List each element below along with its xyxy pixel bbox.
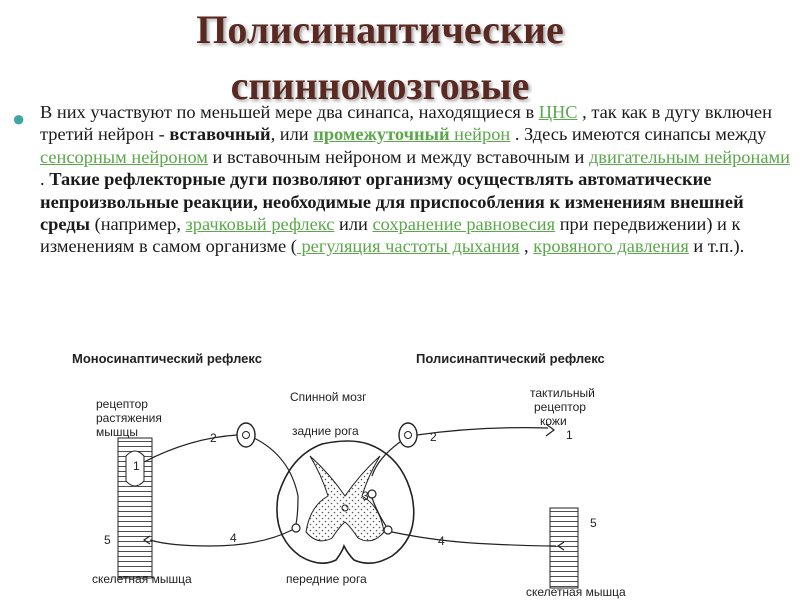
link-sensory-neuron[interactable]: сенсорным нейроном <box>40 146 208 167</box>
right-motor-soma <box>383 525 393 535</box>
text-span: (например, <box>89 214 186 235</box>
right-label-2: 2 <box>430 430 437 444</box>
muscle-right-label: скелетная мышца <box>526 585 626 599</box>
tactile-label-2: рецептор <box>534 400 586 414</box>
right-sensory-central <box>371 441 401 477</box>
link-pupillary-reflex[interactable]: зрачковый рефлекс <box>185 214 335 235</box>
body-paragraph: В них участвуют по меньшей мере два сина… <box>40 101 790 258</box>
left-motor-soma <box>291 523 301 533</box>
link-blood-pressure[interactable]: кровяного давления <box>533 236 689 257</box>
link-cns[interactable]: ЦНС <box>538 102 578 122</box>
right-motor-fiber <box>391 531 557 547</box>
bullet-dot-icon: ● <box>12 106 26 131</box>
right-sensory-fiber <box>416 427 549 436</box>
muscle-left-label: скелетная мышца <box>92 572 192 586</box>
receptor-label-1: рецептор <box>96 397 148 411</box>
text-span: и вставочным нейроном и между вставочным… <box>207 146 589 167</box>
reflex-arc-diagram: Моносинаптический рефлекс Полисинаптичес… <box>72 351 626 599</box>
right-muscle-block <box>549 507 579 589</box>
left-ganglion-cell <box>242 431 250 439</box>
right-receptor-end <box>545 423 555 437</box>
left-motor-end <box>142 535 151 545</box>
label-3: 3 <box>362 489 369 503</box>
title-line-2: спинномозговые <box>230 63 530 108</box>
receptor-label-2: растяжения <box>96 411 162 425</box>
text-span: и т.п.). <box>688 236 745 257</box>
text-span: В них участвуют по меньшей мере два сина… <box>40 102 539 122</box>
text-span: , или <box>270 124 314 145</box>
link-motor-neurons[interactable]: двигательным нейронами <box>588 146 790 167</box>
left-label-4: 4 <box>230 531 237 545</box>
central-canal <box>341 504 349 512</box>
slide-title: Полисинаптические спинномозговые <box>0 2 760 114</box>
left-label-1: 1 <box>133 459 140 473</box>
text-span: . Здесь имеются синапсы между <box>510 124 767 145</box>
left-motor-fiber <box>149 529 293 547</box>
gray-matter <box>305 455 385 542</box>
text-span: при передвижении) и к изменениям в самом… <box>40 214 741 257</box>
left-sensory-central <box>253 437 299 525</box>
left-ganglion <box>236 422 256 448</box>
left-sensory-fiber <box>143 434 238 463</box>
dorsal-horns-label: задние рога <box>292 424 359 438</box>
text-span: или <box>334 214 373 235</box>
interneuron-axon <box>371 497 387 527</box>
left-label-5: 5 <box>104 533 111 547</box>
link-neuron[interactable]: нейрон <box>449 124 511 145</box>
spinal-cord-label: Спинной мозг <box>290 390 367 404</box>
interneuron-soma <box>367 489 377 499</box>
left-muscle-spindle <box>125 450 145 487</box>
link-breathing-rate[interactable]: регуляция частоты дыхания <box>296 236 520 257</box>
bold-statement: Такие рефлекторные дуги позволяют органи… <box>40 169 744 235</box>
right-motor-end <box>556 541 565 551</box>
tactile-label-3: кожи <box>540 414 567 428</box>
receptor-label-3: мышцы <box>96 425 138 439</box>
poly-reflex-title: Полисинаптический рефлекс <box>416 351 605 366</box>
title-line-1: Полисинаптические <box>196 7 564 52</box>
text-span: , <box>519 236 534 257</box>
ventral-horns-label: передние рога <box>286 572 367 586</box>
right-label-1: 1 <box>566 428 573 442</box>
right-label-4: 4 <box>438 534 445 548</box>
text-span: . <box>40 169 50 190</box>
link-intermediate[interactable]: промежуточный <box>313 124 450 145</box>
right-ganglion-cell <box>404 431 412 439</box>
text-span: , так как в дугу включен третий нейрон - <box>40 102 772 145</box>
bold-interneuron: вставочный <box>169 124 271 145</box>
right-label-5: 5 <box>590 516 597 530</box>
right-ganglion <box>398 422 418 448</box>
tactile-label-1: тактильный <box>530 386 595 400</box>
link-balance[interactable]: сохранение равновесия <box>372 214 556 235</box>
mono-reflex-title: Моносинаптический рефлекс <box>72 351 262 366</box>
